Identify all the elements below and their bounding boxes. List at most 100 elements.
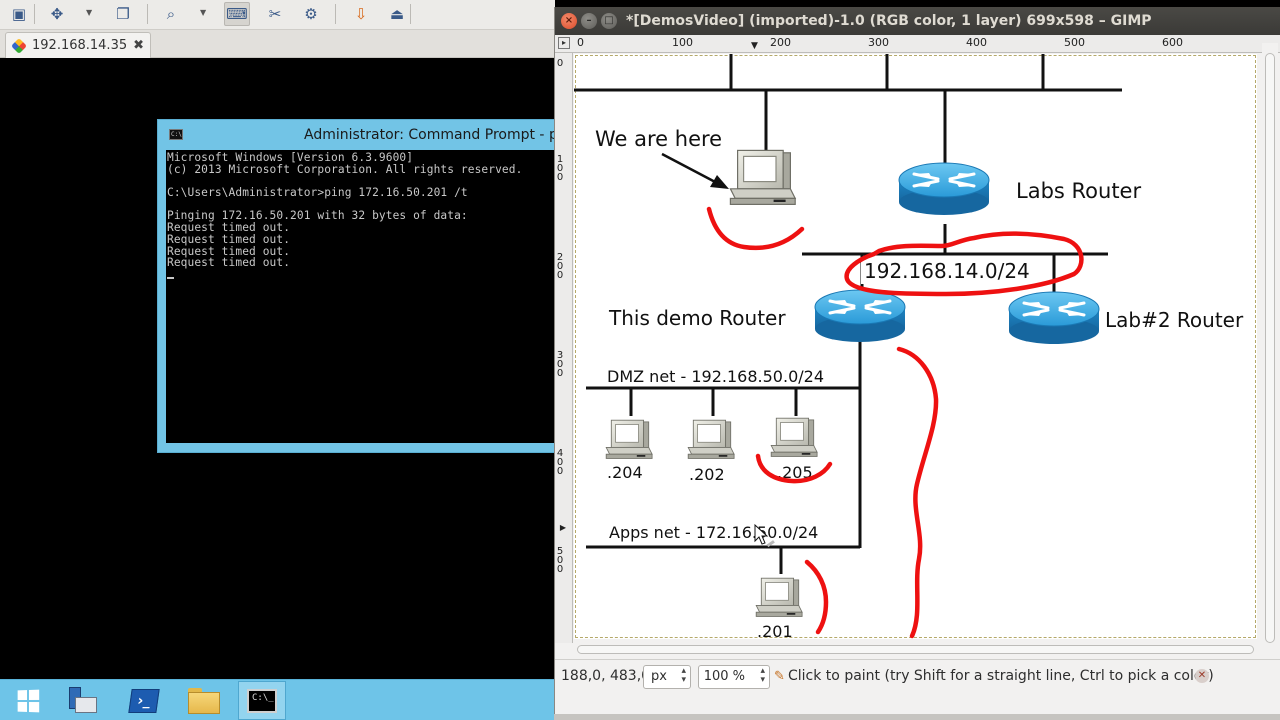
toolbar-separator (410, 4, 411, 24)
scroll-thumb[interactable] (577, 645, 1254, 654)
maximize-icon[interactable]: □ (601, 13, 617, 29)
pc-205-icon (770, 417, 818, 457)
ruler-label: 600 (1162, 36, 1183, 49)
mouse-cursor-icon (754, 523, 775, 548)
cancel-icon[interactable]: ✕ (1195, 669, 1209, 683)
horizontal-scrollbar[interactable] (574, 643, 1257, 655)
pointer-coordinates: 188,0, 483,0 (561, 668, 651, 684)
powershell-icon: ›_ (128, 688, 160, 713)
toolbar-separator (335, 4, 336, 24)
start-button[interactable] (4, 681, 52, 720)
console-line: Request timed out. (167, 244, 291, 258)
zoom-value: 100 % (703, 669, 745, 684)
download-icon[interactable]: ⇩ (354, 5, 368, 23)
console-line: (c) 2013 Microsoft Corporation. All righ… (167, 162, 523, 176)
horizontal-ruler[interactable]: ▸ 0 100 200 300 400 500 600 ▼ (555, 35, 1280, 53)
toolbar-separator (147, 4, 148, 24)
chevron-down-icon[interactable]: ▼ (200, 8, 207, 17)
spin-arrows-icon: ▴▾ (681, 666, 686, 685)
status-message: ✎Click to paint (try Shift for a straigh… (774, 668, 1214, 684)
ruler-label: 400 (966, 36, 987, 49)
console-line: Pinging 172.16.50.201 with 32 bytes of d… (167, 209, 468, 223)
ruler-label: 4 0 0 (556, 448, 564, 477)
command-prompt-window[interactable]: C:\ Administrator: Command Prompt - ping… (157, 119, 701, 453)
vertical-scrollbar[interactable] (1262, 43, 1278, 651)
tab-label: 192.168.14.35 (32, 38, 128, 53)
console-line: Microsoft Windows [Version 6.3.9600] (167, 151, 414, 164)
network-lines (574, 54, 1122, 574)
fullscreen-icon[interactable]: ✥ (50, 5, 64, 23)
file-explorer-icon (188, 687, 220, 714)
ruler-label: 200 (770, 36, 791, 49)
tools-icon[interactable]: ✂ (268, 5, 282, 23)
unit-value: px (651, 669, 667, 684)
powershell-button[interactable]: ›_ (120, 681, 168, 720)
chevron-down-icon[interactable]: ▼ (86, 8, 93, 17)
command-prompt-icon: C:\ (169, 129, 183, 140)
pointer-marker-icon: ▼ (751, 41, 758, 51)
taskbar: ›_ C:\_ (0, 679, 554, 720)
arrow-icon (661, 152, 729, 189)
status-bar: 188,0, 483,0 px ▴▾ 100 % ▴▾ ✎Click to pa… (555, 659, 1280, 691)
label-subnet-14: 192.168.14.0/24 (864, 259, 1030, 283)
ruler-label: 1 0 0 (556, 154, 564, 183)
gimp-titlebar[interactable]: × – □ *[DemosVideo] (imported)-1.0 (RGB … (555, 7, 1280, 35)
pointer-marker-icon: ▶ (559, 523, 567, 532)
cmd-titlebar[interactable]: C:\ Administrator: Command Prompt - ping… (158, 120, 701, 150)
console-line: Request timed out. (167, 221, 291, 235)
server-manager-button[interactable] (58, 681, 106, 720)
lab2-router-icon (1007, 290, 1101, 346)
network-diagram: We are here Labs Router 192.168.14.0/24 … (574, 54, 1244, 639)
zoom-select[interactable]: 100 % ▴▾ (698, 665, 770, 689)
command-prompt-task-button[interactable]: C:\_ (238, 681, 286, 720)
red-annotations (706, 206, 1084, 639)
settings-gear-icon[interactable]: ⚙ (304, 5, 318, 23)
gimp-window[interactable]: × – □ *[DemosVideo] (imported)-1.0 (RGB … (554, 7, 1280, 720)
file-explorer-button[interactable] (180, 681, 228, 720)
label-host-201: .201 (757, 622, 793, 639)
spin-arrows-icon: ▴▾ (760, 666, 765, 685)
paintbrush-icon: ✎ (774, 669, 785, 684)
console-line: C:\Users\Administrator>ping 172.16.50.20… (167, 186, 468, 200)
image-canvas[interactable]: We are here Labs Router 192.168.14.0/24 … (574, 54, 1257, 639)
ruler-label: 3 0 0 (556, 350, 564, 379)
window-title: *[DemosVideo] (imported)-1.0 (RGB color,… (626, 13, 1152, 29)
ruler-label: 100 (672, 36, 693, 49)
minimize-icon[interactable]: – (581, 13, 597, 29)
zoom-icon[interactable]: ⌕ (166, 5, 176, 23)
console-line: Request timed out. (167, 256, 291, 270)
unit-select[interactable]: px ▴▾ (643, 665, 691, 689)
tab-remote-session[interactable]: 192.168.14.35 ✖ (5, 32, 151, 58)
label-labs-router: Labs Router (1016, 179, 1141, 203)
windows-start-icon (17, 689, 40, 712)
ruler-label: 5 0 0 (556, 546, 564, 575)
host-tabbar: 192.168.14.35 ✖ (0, 30, 555, 58)
ruler-label: 0 (556, 58, 564, 69)
close-icon[interactable]: × (561, 13, 577, 29)
label-we-are-here: We are here (595, 127, 722, 151)
disconnect-icon[interactable]: ⏏ (389, 5, 405, 23)
window-bottom-edge (554, 714, 1280, 720)
window-icon[interactable]: ▣ (11, 5, 27, 23)
ruler-label: 300 (868, 36, 889, 49)
our-pc-icon (729, 149, 796, 206)
vertical-ruler[interactable]: 0 1 0 0 2 0 0 3 0 0 4 0 0 5 0 0 ▶ (555, 53, 573, 643)
cmd-console[interactable]: Microsoft Windows [Version 6.3.9600] (c)… (166, 150, 556, 443)
label-host-204: .204 (607, 463, 643, 482)
label-dmz-net: DMZ net - 192.168.50.0/24 (607, 367, 824, 386)
server-manager-icon (67, 686, 97, 715)
remote-desktop-icon (11, 37, 27, 54)
toolbar-separator (34, 4, 35, 24)
label-lab2-router: Lab#2 Router (1105, 308, 1244, 332)
keyboard-icon[interactable]: ⌨ (224, 2, 250, 26)
close-icon[interactable]: ✖ (133, 38, 144, 53)
text-cursor (167, 276, 174, 279)
windows-icon[interactable]: ❐ (116, 5, 130, 23)
quick-mask-icon[interactable]: ▸ (558, 37, 570, 49)
pc-204-icon (605, 419, 653, 459)
label-demo-router: This demo Router (608, 306, 786, 330)
scroll-thumb[interactable] (1265, 53, 1275, 643)
label-host-202: .202 (689, 465, 725, 484)
status-message-text: Click to paint (try Shift for a straight… (788, 668, 1214, 684)
label-apps-net: Apps net - 172.16.50.0/24 (609, 523, 818, 542)
